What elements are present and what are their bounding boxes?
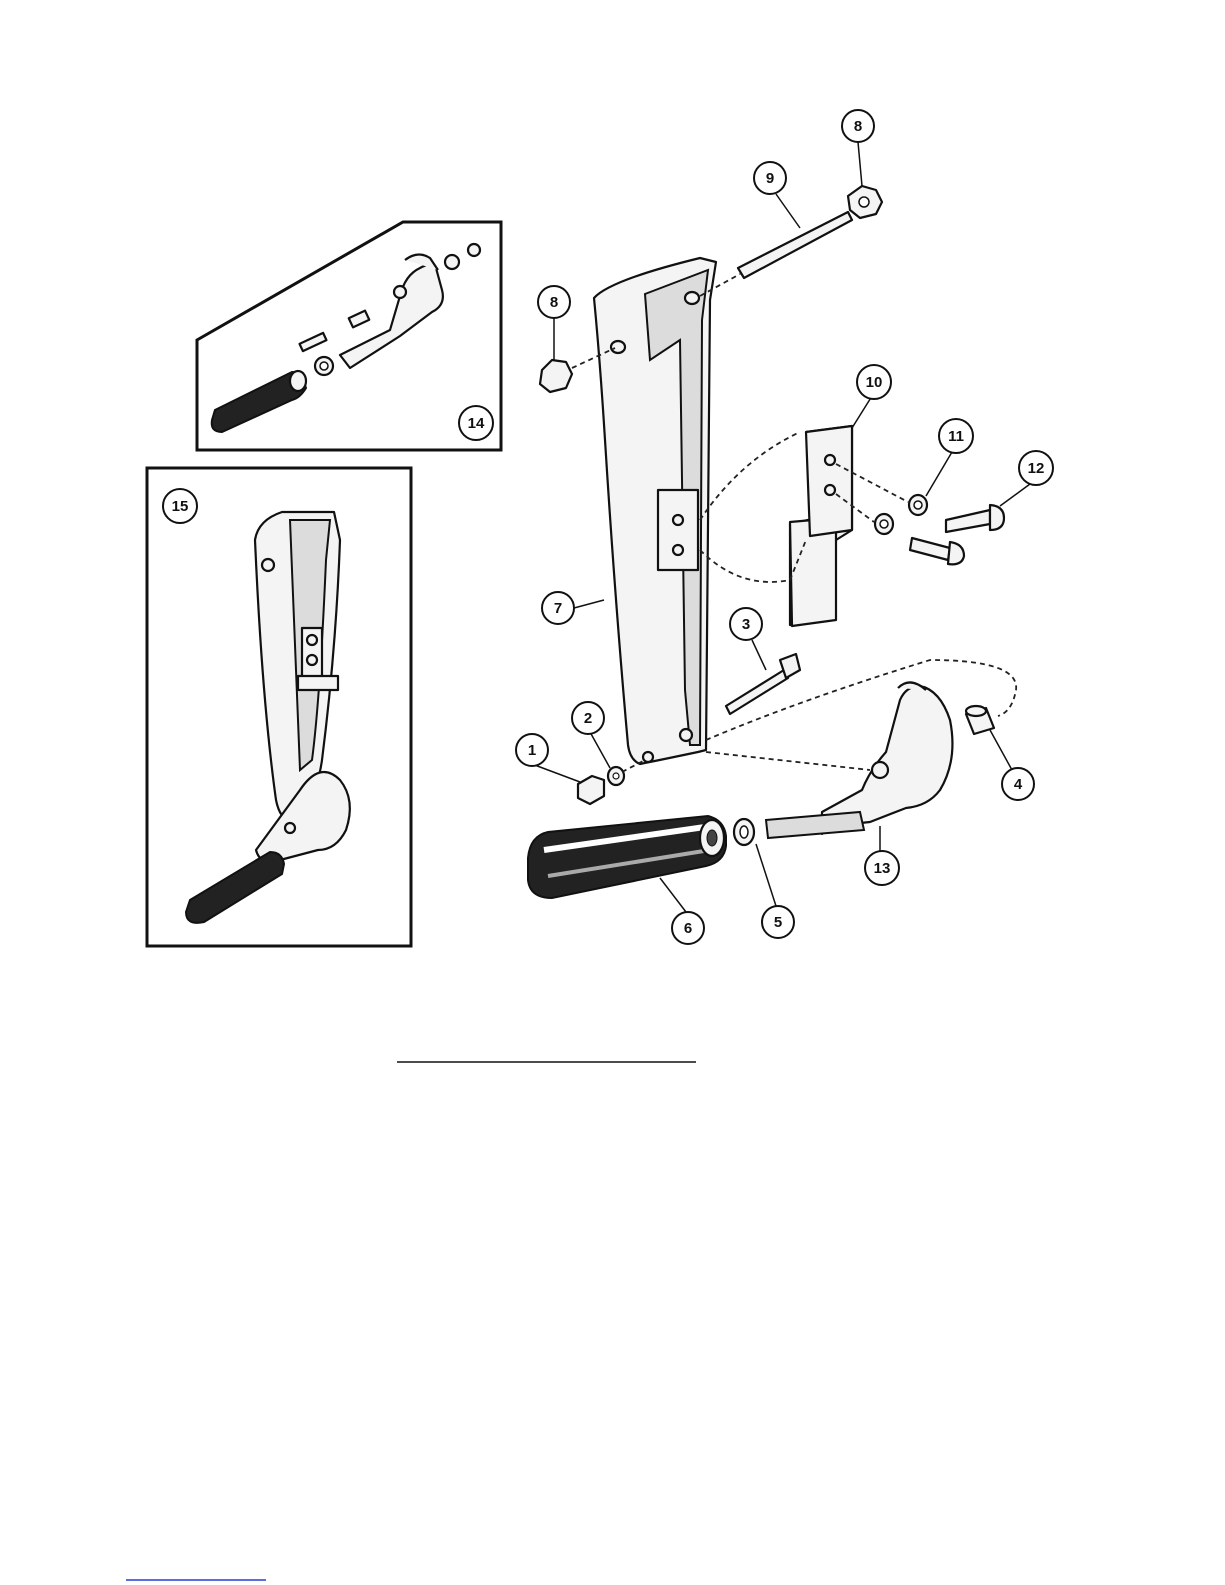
callout-1: 1 — [516, 734, 548, 766]
svg-text:4: 4 — [1014, 776, 1023, 793]
svg-text:2: 2 — [584, 710, 592, 727]
callout-15: 15 — [163, 489, 197, 523]
callout-13: 13 — [865, 851, 899, 885]
callout-11: 11 — [939, 419, 973, 453]
callout-2: 2 — [572, 702, 604, 734]
bolt-3 — [726, 670, 788, 714]
svg-text:8: 8 — [550, 294, 558, 311]
callout-5: 5 — [762, 906, 794, 938]
svg-text:7: 7 — [554, 600, 562, 617]
svg-text:13: 13 — [874, 860, 891, 877]
inset-14 — [197, 222, 501, 450]
main-exploded-view — [528, 186, 1016, 898]
hex-nut-8 — [540, 360, 572, 392]
crank-13 — [822, 686, 952, 834]
callout-3: 3 — [730, 608, 762, 640]
svg-text:1: 1 — [528, 742, 536, 759]
callout-9: 9 — [754, 162, 786, 194]
svg-text:5: 5 — [774, 914, 782, 931]
inset-15 — [147, 468, 411, 946]
svg-text:11: 11 — [948, 428, 964, 445]
svg-text:14: 14 — [468, 415, 485, 432]
callout-4: 4 — [1002, 768, 1034, 800]
svg-text:3: 3 — [742, 616, 750, 633]
callout-6: 6 — [672, 912, 704, 944]
svg-text:10: 10 — [866, 374, 883, 391]
cap-nut-1 — [578, 776, 604, 804]
callout-12: 12 — [1019, 451, 1053, 485]
screw-12 — [946, 510, 990, 532]
svg-text:9: 9 — [766, 170, 774, 187]
svg-text:12: 12 — [1028, 460, 1045, 477]
callout-8-top: 8 — [842, 110, 874, 142]
svg-text:8: 8 — [854, 118, 862, 135]
callout-14: 14 — [459, 406, 493, 440]
svg-text:6: 6 — [684, 920, 692, 937]
svg-text:15: 15 — [172, 498, 189, 515]
callout-7: 7 — [542, 592, 574, 624]
callout-8-left: 8 — [538, 286, 570, 318]
callout-10: 10 — [857, 365, 891, 399]
